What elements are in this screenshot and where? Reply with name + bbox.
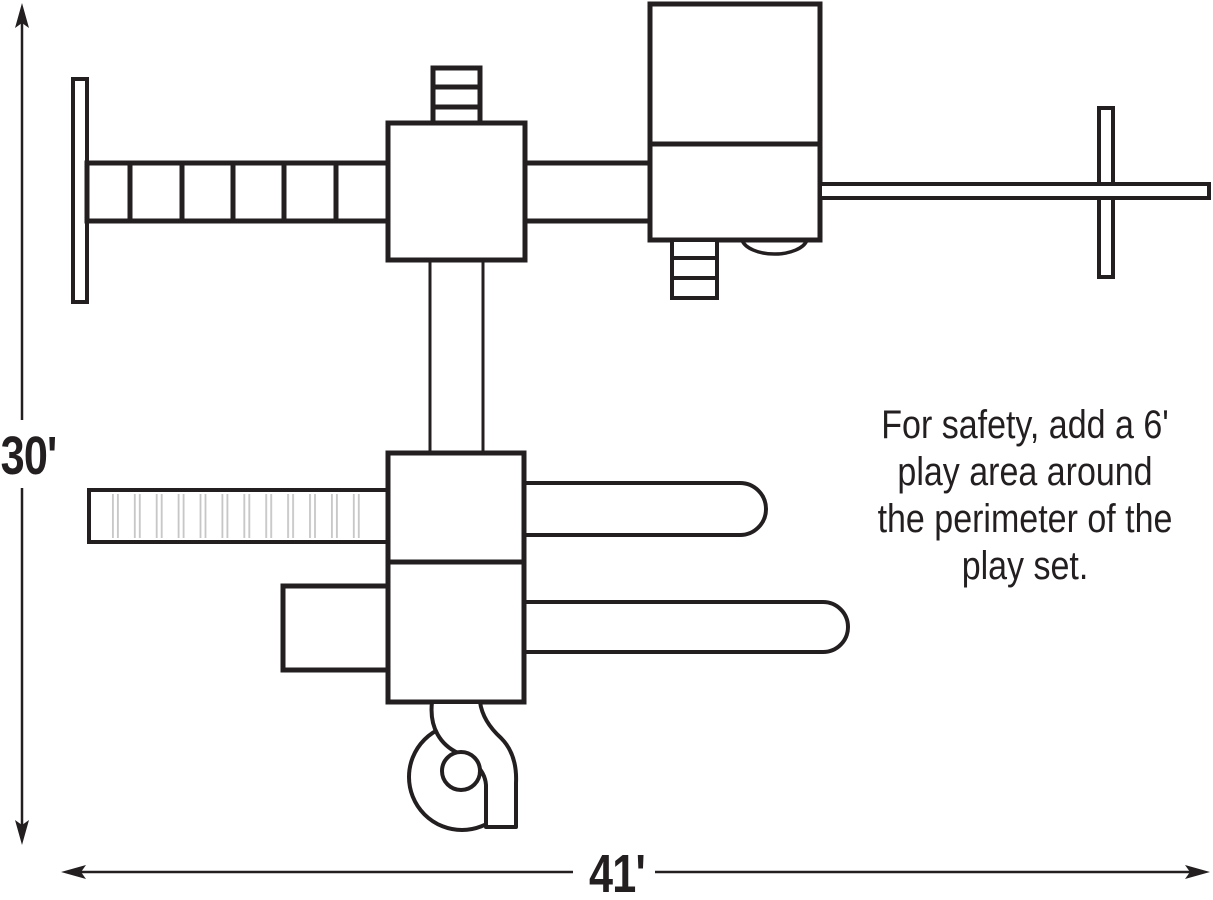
height-dimension-label: 30' xyxy=(0,426,58,486)
down-arrow-icon xyxy=(15,820,29,845)
entry-ladder-frame xyxy=(430,65,483,128)
straight-slide-upper xyxy=(522,481,768,537)
safety-note-line: play set. xyxy=(961,544,1089,588)
cargo-ramp xyxy=(87,488,390,544)
entry-ladder xyxy=(430,65,483,128)
deck-corridor xyxy=(428,260,485,453)
spiral-slide xyxy=(407,700,519,832)
clubhouse-frame xyxy=(647,1,823,243)
clubhouse-ladder xyxy=(670,238,719,300)
width-dimension-label: 41' xyxy=(589,844,646,900)
side-step-platform xyxy=(280,583,391,673)
monkey-bars xyxy=(84,160,391,224)
up-arrow-icon xyxy=(15,3,29,28)
tunnel-arch xyxy=(740,239,809,256)
bridge-walkway xyxy=(522,160,653,224)
safety-note-line: For safety, add a 6' xyxy=(881,403,1169,447)
straight-slide-lower xyxy=(522,600,850,654)
safety-note-line: the perimeter of the xyxy=(877,497,1173,541)
safety-note-line: play area around xyxy=(897,450,1153,494)
left-arrow-icon xyxy=(61,865,86,879)
safety-note: For safety, add a 6' play area around th… xyxy=(872,402,1178,590)
clubhouse xyxy=(647,1,823,243)
horizontal-dimension-line xyxy=(61,865,1210,879)
lower-deck xyxy=(385,559,527,705)
right-arrow-icon xyxy=(1185,865,1210,879)
cargo-ramp-slats xyxy=(105,494,363,538)
spiral-slide-chute xyxy=(429,700,519,829)
vertical-dimension-line xyxy=(15,3,29,845)
swing-beam xyxy=(818,182,1211,200)
top-deck xyxy=(385,120,528,263)
spiral-slide-inner-circle xyxy=(440,750,482,792)
clubhouse-ladder-frame xyxy=(670,238,719,300)
middle-deck xyxy=(385,450,527,565)
